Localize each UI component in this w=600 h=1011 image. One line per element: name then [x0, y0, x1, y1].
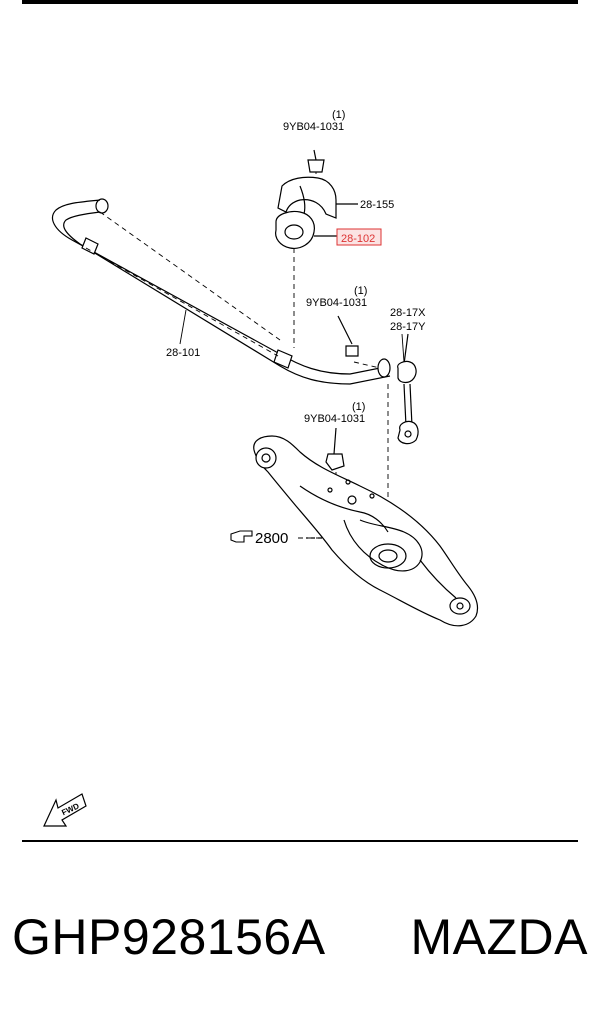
stabilizer-bar-label: 28-101: [166, 347, 200, 359]
bolt-mid-part: 9YB04-1031: [306, 297, 367, 309]
bolt-mid: [337, 315, 359, 357]
highlight-box: [336, 228, 382, 246]
bolt-low-qty: (1): [352, 401, 365, 413]
bolt-top-qty: (1): [332, 109, 345, 121]
fwd-arrow-icon: FWD: [43, 793, 87, 827]
bracket-label: 28-155: [360, 199, 394, 211]
bolt-mid-qty: (1): [354, 285, 367, 297]
bolt-top-part: 9YB04-1031: [283, 121, 344, 133]
lower-arm-2800: [253, 435, 479, 627]
divider-rule: [22, 840, 578, 842]
parts-diagram: (1) 9YB04-1031 28-155 28-102 28-101 (1) …: [43, 109, 479, 827]
brand-name: MAZDA: [410, 909, 588, 965]
bolt-top: [307, 149, 325, 173]
footer: GHP928156A MAZDA: [12, 902, 588, 972]
top-rule: [22, 0, 578, 4]
pointing-hand-icon: [230, 530, 253, 543]
part-number: GHP928156A: [12, 909, 326, 965]
bushing-label: 28-102: [341, 233, 375, 245]
link-y-label: 28-17Y: [390, 321, 426, 333]
arm-ref-label: 2800: [255, 530, 288, 547]
stabilizer-link: [397, 333, 419, 445]
link-x-label: 28-17X: [390, 307, 426, 319]
stabilizer-bar: [51, 198, 391, 385]
leader-lines: [179, 309, 405, 363]
bolt-low: [325, 427, 345, 471]
bolt-low-part: 9YB04-1031: [304, 413, 365, 425]
bracket-28-155: [277, 176, 358, 219]
bushing-28-102: [275, 210, 338, 249]
